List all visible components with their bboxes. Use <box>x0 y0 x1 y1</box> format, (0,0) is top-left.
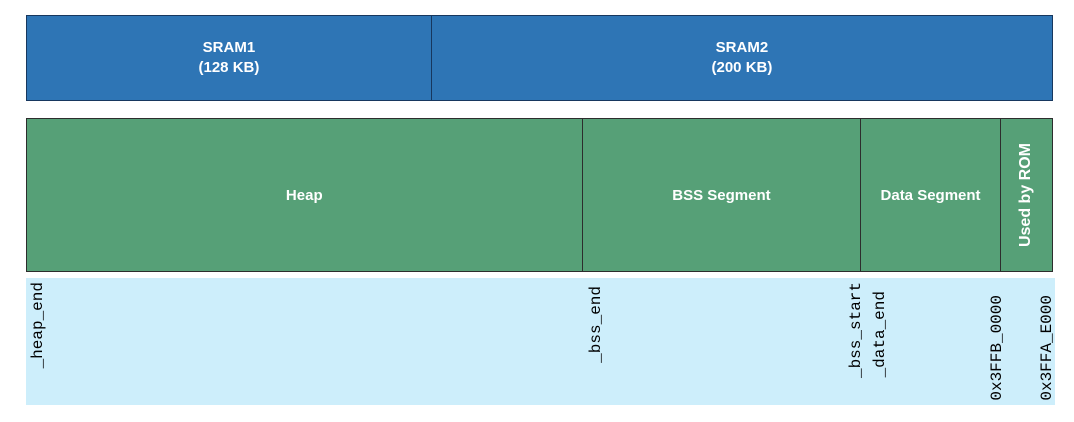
sram2-block: SRAM2 (200 KB) <box>432 16 1052 100</box>
bss-segment-block: BSS Segment <box>583 119 862 271</box>
address-band <box>26 278 1055 405</box>
marker-bss-end: _bss_end <box>587 286 605 363</box>
bss-segment-label: BSS Segment <box>672 186 771 204</box>
sram1-block: SRAM1 (128 KB) <box>27 16 432 100</box>
sram-bar: SRAM1 (128 KB) SRAM2 (200 KB) <box>26 15 1053 101</box>
sram1-size-label: (128 KB) <box>198 59 260 76</box>
marker-address-0x3ffb-0000: 0x3FFB_0000 <box>988 295 1006 401</box>
marker-data-end: _data_end <box>871 291 889 378</box>
sram2-label: SRAM2 <box>715 39 769 56</box>
used-by-rom-label: Used by ROM <box>1017 142 1035 247</box>
marker-address-0x3ffa-e000: 0x3FFA_E000 <box>1038 295 1056 401</box>
heap-label: Heap <box>285 186 323 204</box>
sram1-label: SRAM1 <box>202 39 256 56</box>
data-segment-label: Data Segment <box>880 186 981 204</box>
heap-block: Heap <box>27 119 583 271</box>
data-segment-block: Data Segment <box>861 119 1001 271</box>
marker-heap-end: _heap_end <box>29 282 47 369</box>
marker-bss-start: _bss_start <box>847 282 865 379</box>
segment-bar: Heap BSS Segment Data Segment Used by RO… <box>26 118 1053 272</box>
sram2-size-label: (200 KB) <box>711 59 773 76</box>
used-by-rom-block: Used by ROM <box>1001 119 1052 271</box>
